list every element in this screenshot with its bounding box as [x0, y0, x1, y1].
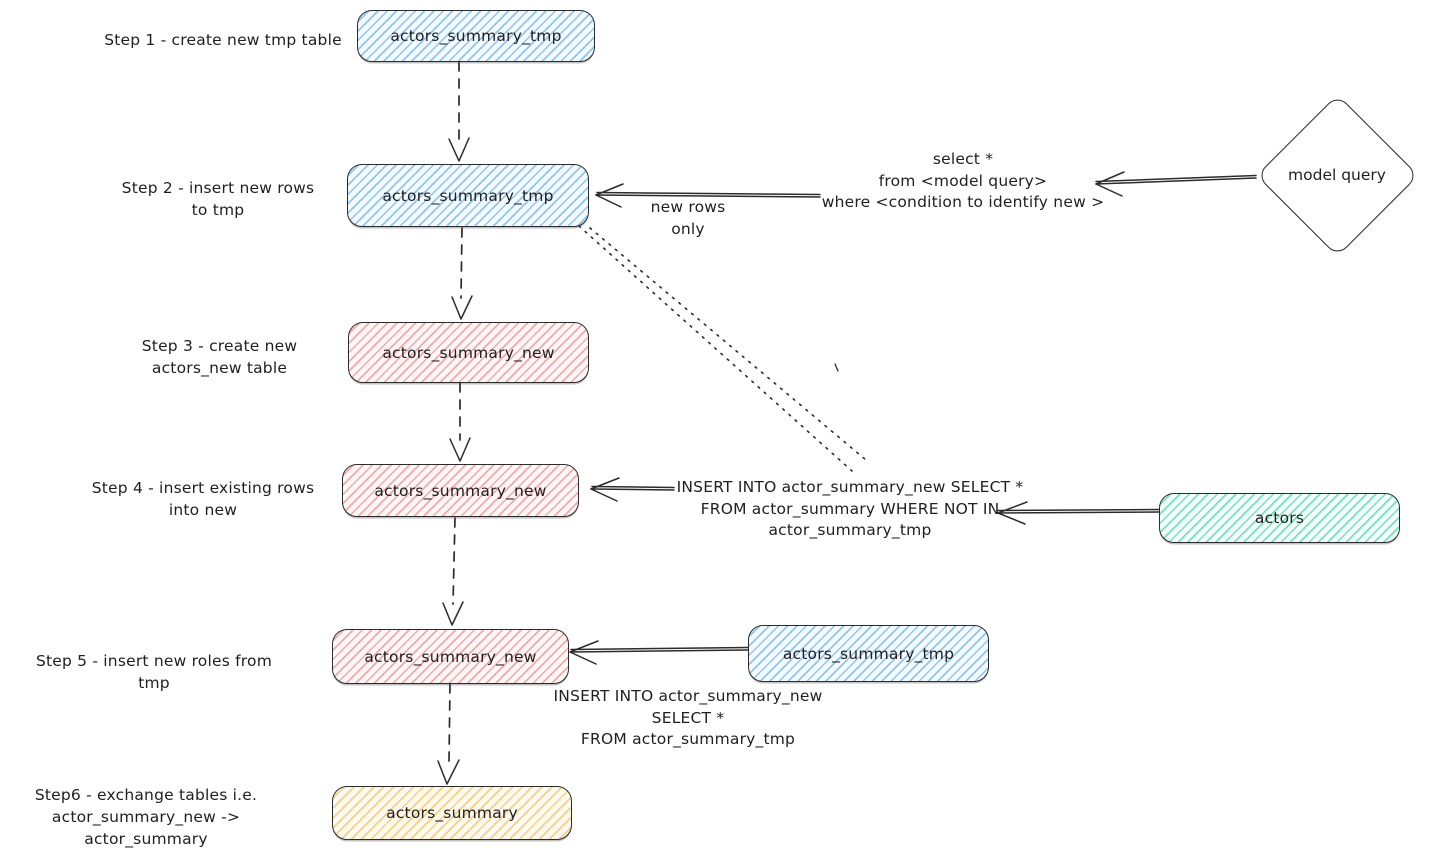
step6-label: Step6 - exchange tables i.e. actor_summa…: [34, 786, 258, 848]
stray-mark: [834, 363, 839, 372]
new-rows-only-annotation: new rows only: [650, 198, 726, 238]
step2-label: Step 2 - insert new rows to tmp: [121, 179, 315, 219]
node-step6-final-table: actors_summary: [332, 786, 572, 840]
node-tmp-source-table: actors_summary_tmp: [748, 625, 989, 682]
node-actors-table: actors: [1159, 493, 1400, 543]
model-query-label: model query: [1288, 166, 1386, 184]
step1-label: Step 1 - create new tmp table: [104, 31, 342, 49]
node-step2-tmp-table: actors_summary_tmp: [347, 164, 589, 227]
solid-arrows: [569, 171, 1257, 665]
step5-label: Step 5 - insert new roles from tmp: [35, 652, 273, 692]
node-step5-new-table: actors_summary_new: [332, 629, 569, 684]
node-step3-new-table: actors_summary_new: [348, 322, 589, 383]
node-step4-new-table: actors_summary_new: [342, 464, 579, 517]
insert-new-sql-annotation: INSERT INTO actor_summary_new SELECT * F…: [553, 687, 823, 748]
insert-existing-sql-annotation: INSERT INTO actor_summary_new SELECT * F…: [676, 478, 1024, 539]
dashed-flow-lines: [448, 61, 463, 763]
step4-label: Step 4 - insert existing rows into new: [91, 479, 315, 519]
dotted-relation-lines: [578, 225, 867, 472]
select-query-annotation: select * from <model query> where <condi…: [821, 150, 1105, 211]
node-step1-tmp-table: actors_summary_tmp: [357, 10, 595, 62]
dashed-arrowheads: [437, 137, 473, 785]
step3-label: Step 3 - create new actors_new table: [141, 337, 298, 377]
